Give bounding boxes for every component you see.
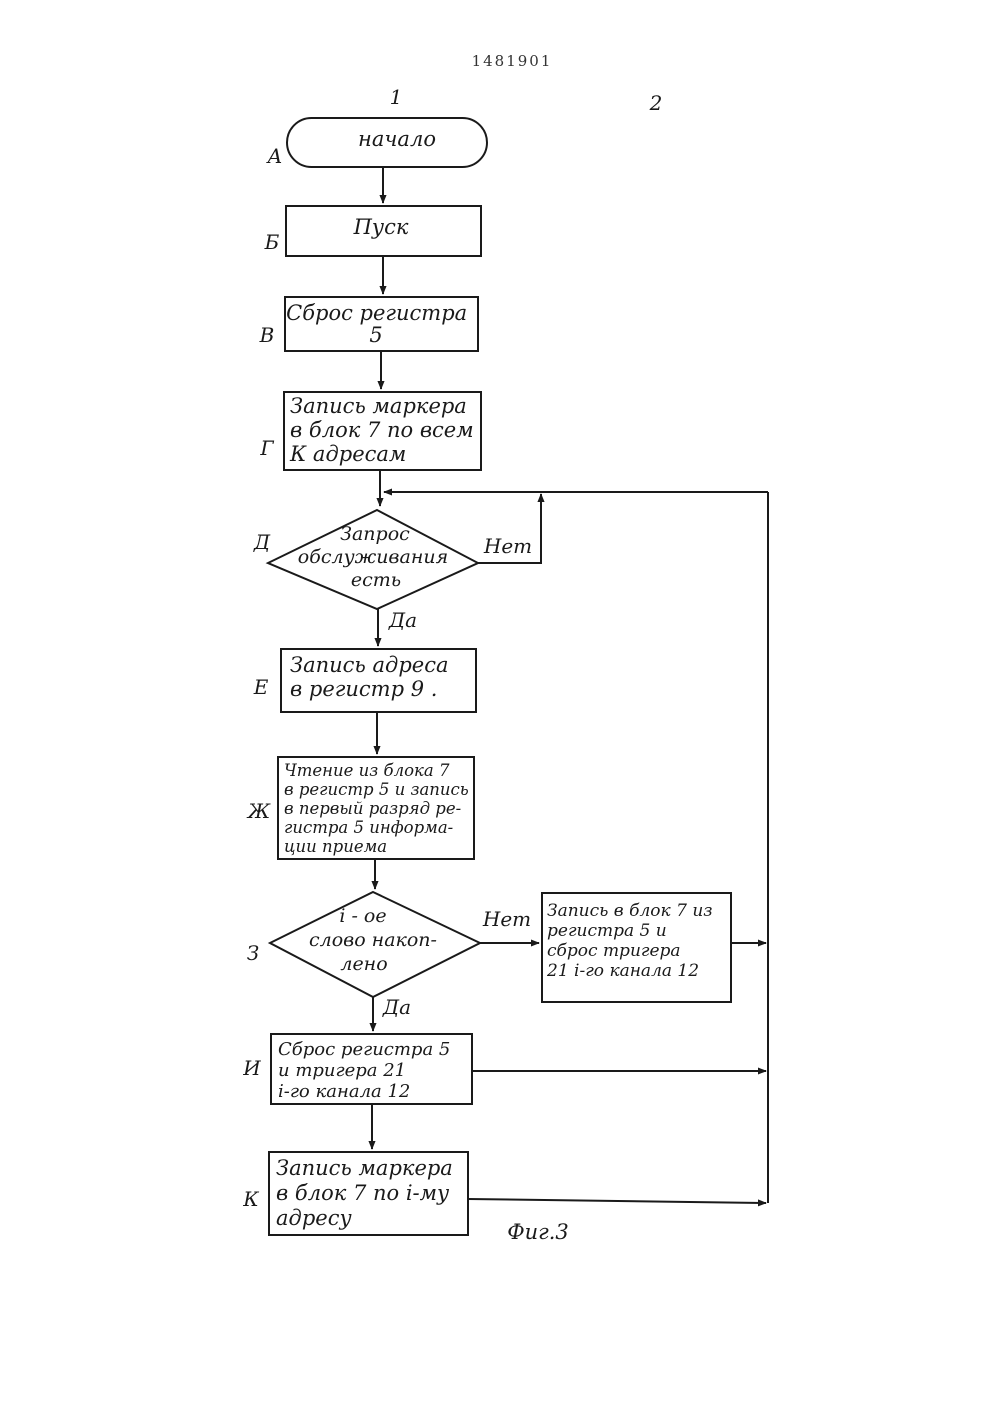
block-b-text: Пуск — [353, 215, 409, 239]
edge-label-d-yes: Да — [388, 608, 417, 632]
label-i: И — [242, 1056, 261, 1080]
block-e-text: Запись адреса в регистр 9 . — [290, 653, 455, 701]
label-z: З — [247, 941, 259, 965]
label-zh: Ж — [246, 799, 271, 823]
column-number-left: 1 — [390, 85, 403, 109]
edge-label-d-no: Нет — [483, 534, 532, 558]
edge-label-z-yes: Да — [382, 995, 411, 1019]
block-texts: начало Пуск Сброс регистра 5 Запись марк… — [276, 127, 718, 1230]
column-number-right: 2 — [649, 91, 663, 115]
patent-number: 1481901 — [472, 52, 553, 70]
label-g: Г — [259, 436, 274, 460]
arrow-k-bus — [468, 1199, 766, 1203]
label-e: Е — [253, 675, 269, 699]
figure-caption: Фиг.3 — [507, 1220, 569, 1244]
block-a-text: начало — [358, 127, 436, 151]
label-v: В — [259, 323, 275, 347]
label-a: А — [265, 144, 282, 168]
label-d: Д — [253, 530, 271, 554]
edge-label-z-no: Нет — [482, 907, 531, 931]
label-b: Б — [264, 230, 280, 254]
label-k: К — [242, 1187, 259, 1211]
